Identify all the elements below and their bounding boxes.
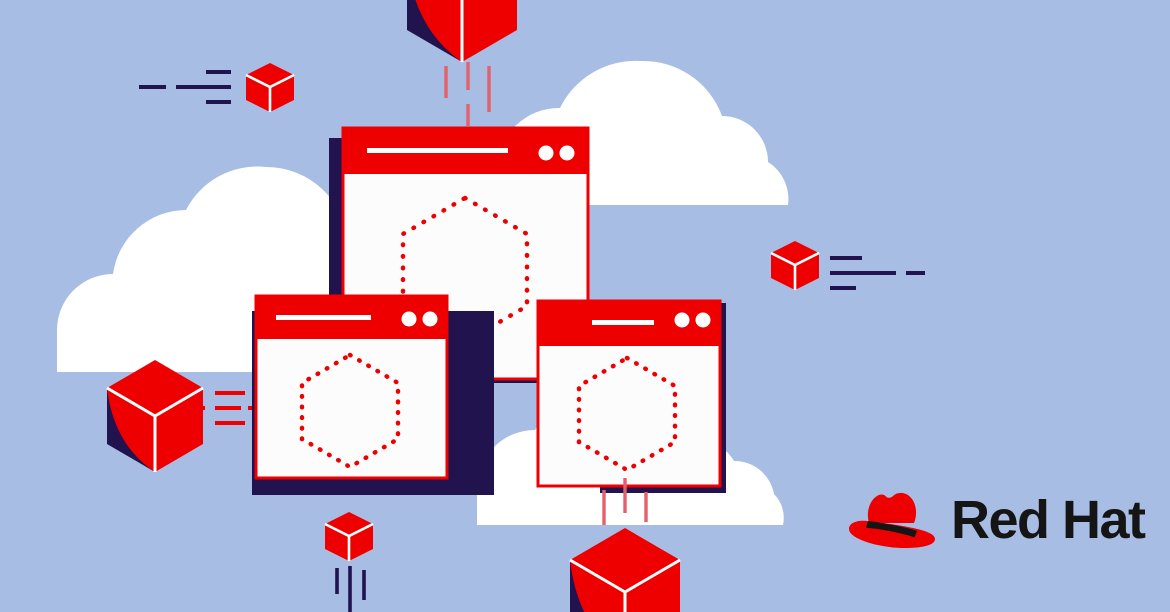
cube-top-left-small: [245, 63, 295, 112]
window-middle-left-dot-2[interactable]: [422, 311, 438, 327]
red-hat-logo: Red Hat: [845, 484, 1146, 556]
window-main-top-dot-2[interactable]: [559, 145, 575, 161]
cube-left: [106, 360, 204, 472]
window-main-top-dot-1[interactable]: [538, 145, 554, 161]
window-main-top-title-line: [367, 148, 508, 153]
cube-right-small: [770, 241, 820, 290]
speed-lines-right: [830, 256, 925, 290]
speed-lines-bottom-center: [602, 478, 648, 525]
red-hat-wordmark: Red Hat: [951, 490, 1146, 550]
window-right-dot-2[interactable]: [695, 312, 711, 328]
window-middle-left[interactable]: [252, 294, 494, 495]
speed-lines-top-left: [139, 70, 231, 104]
window-main-top-hexagon-icon: [400, 195, 530, 345]
window-middle-left-title-line: [276, 315, 371, 320]
window-right[interactable]: [536, 299, 726, 493]
window-right-dot-1[interactable]: [674, 312, 690, 328]
speed-lines-bottom-left: [335, 566, 366, 612]
cube-bottom-left-small: [324, 512, 374, 561]
window-middle-left-dot-1[interactable]: [401, 311, 417, 327]
window-right-hexagon-icon: [576, 355, 678, 473]
cube-top-center: [407, 0, 517, 62]
window-middle-left-hexagon-icon: [299, 352, 401, 470]
cube-bottom-center: [569, 528, 681, 612]
speed-lines-top-center: [444, 62, 491, 126]
red-hat-hat-icon: [849, 492, 935, 548]
window-right-title-line: [592, 320, 654, 325]
